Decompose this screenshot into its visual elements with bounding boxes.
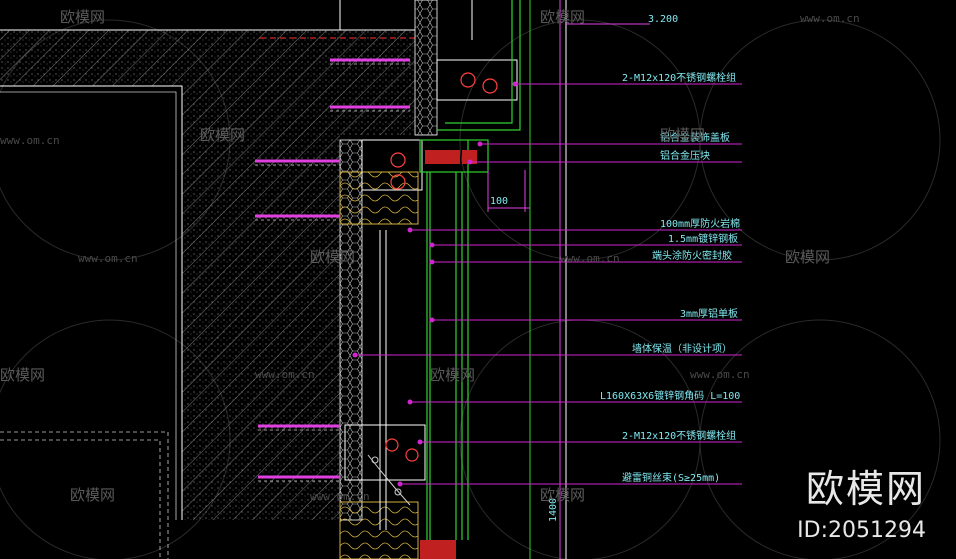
- callout-label: 100mm厚防火岩棉: [660, 217, 740, 230]
- elevation-label: 3.200: [648, 14, 678, 25]
- callout-labels: 2-M12x120不锈钢螺栓组铝合金装饰盖板铝合金压块100mm厚防火岩棉1.5…: [600, 71, 740, 484]
- watermark-brand: 欧模网: [200, 126, 245, 144]
- callout-anchor: [407, 399, 413, 405]
- watermark-brand: 欧模网: [785, 248, 830, 266]
- brand-logo-text: 欧模网: [805, 467, 926, 511]
- callout-anchor: [417, 439, 423, 445]
- callout-anchor: [352, 352, 358, 358]
- callout-label: L160X63X6镀锌钢角码 L=100: [600, 389, 740, 402]
- callout-label: 2-M12x120不锈钢螺栓组: [622, 429, 736, 442]
- callout-anchor: [429, 259, 435, 265]
- watermark-brand: 欧模网: [540, 8, 585, 26]
- watermark-circles: [0, 19, 941, 559]
- watermark-url: www.om.cn: [255, 368, 315, 381]
- anchor-bolt-dashes: [255, 63, 410, 482]
- watermark-brand: 欧模网: [70, 486, 115, 504]
- callout-anchor: [467, 159, 473, 165]
- callout-label: 3mm厚铝单板: [680, 307, 738, 320]
- callout-anchor: [407, 227, 413, 233]
- callout-anchor: [397, 481, 403, 487]
- watermark-brand: 欧模网: [430, 366, 475, 384]
- callout-leaders: [352, 81, 742, 487]
- callout-label: 墙体保温（非设计项）: [632, 342, 732, 355]
- watermark-url: www.om.cn: [78, 252, 138, 265]
- callout-anchor: [429, 242, 435, 248]
- elevation-marker: 3.200: [566, 14, 678, 25]
- callout-label: 2-M12x120不锈钢螺栓组: [622, 71, 736, 84]
- anchor-bolts: [255, 58, 410, 479]
- watermark-brand: 欧模网: [310, 248, 355, 266]
- dimension-label: 100: [490, 196, 508, 207]
- callout-label: 避雷铜丝束(S≥25mm): [622, 471, 720, 484]
- watermark-brand: 欧模网: [60, 8, 105, 26]
- brand-id: ID:2051294: [797, 518, 926, 543]
- vertical-dimension: 1400: [548, 498, 559, 522]
- callout-label: 铝合金装饰盖板: [660, 131, 730, 144]
- watermark-brand: 欧模网: [540, 486, 585, 504]
- concrete-slab: [0, 0, 415, 520]
- pressure-block: [420, 150, 477, 559]
- watermark-url: www.om.cn: [0, 134, 60, 147]
- aluminum-profiles: [419, 0, 521, 540]
- steel-frame: [344, 59, 518, 530]
- callout-label: 铝合金压块: [660, 149, 710, 162]
- callout-anchor: [429, 317, 435, 323]
- lower-opening: [0, 431, 169, 559]
- vertical-dimension-label: 1400: [548, 498, 559, 522]
- callout-label: 端头涂防火密封胶: [652, 249, 732, 262]
- watermark-brand: 欧模网: [660, 126, 705, 144]
- watermark-url: www.om.cn: [560, 252, 620, 265]
- dimension-100: 100: [487, 170, 530, 212]
- watermark-url: www.om.cn: [310, 490, 370, 503]
- callout-label: 1.5mm镀锌钢板: [668, 232, 738, 245]
- callout-anchor: [512, 81, 518, 87]
- callout-anchor: [477, 141, 483, 147]
- watermark-brand: 欧模网: [0, 366, 45, 384]
- reference-lines: [471, 0, 567, 559]
- watermark-url: www.om.cn: [800, 12, 860, 25]
- lightning-wire: [367, 454, 411, 506]
- watermark-url: www.om.cn: [690, 368, 750, 381]
